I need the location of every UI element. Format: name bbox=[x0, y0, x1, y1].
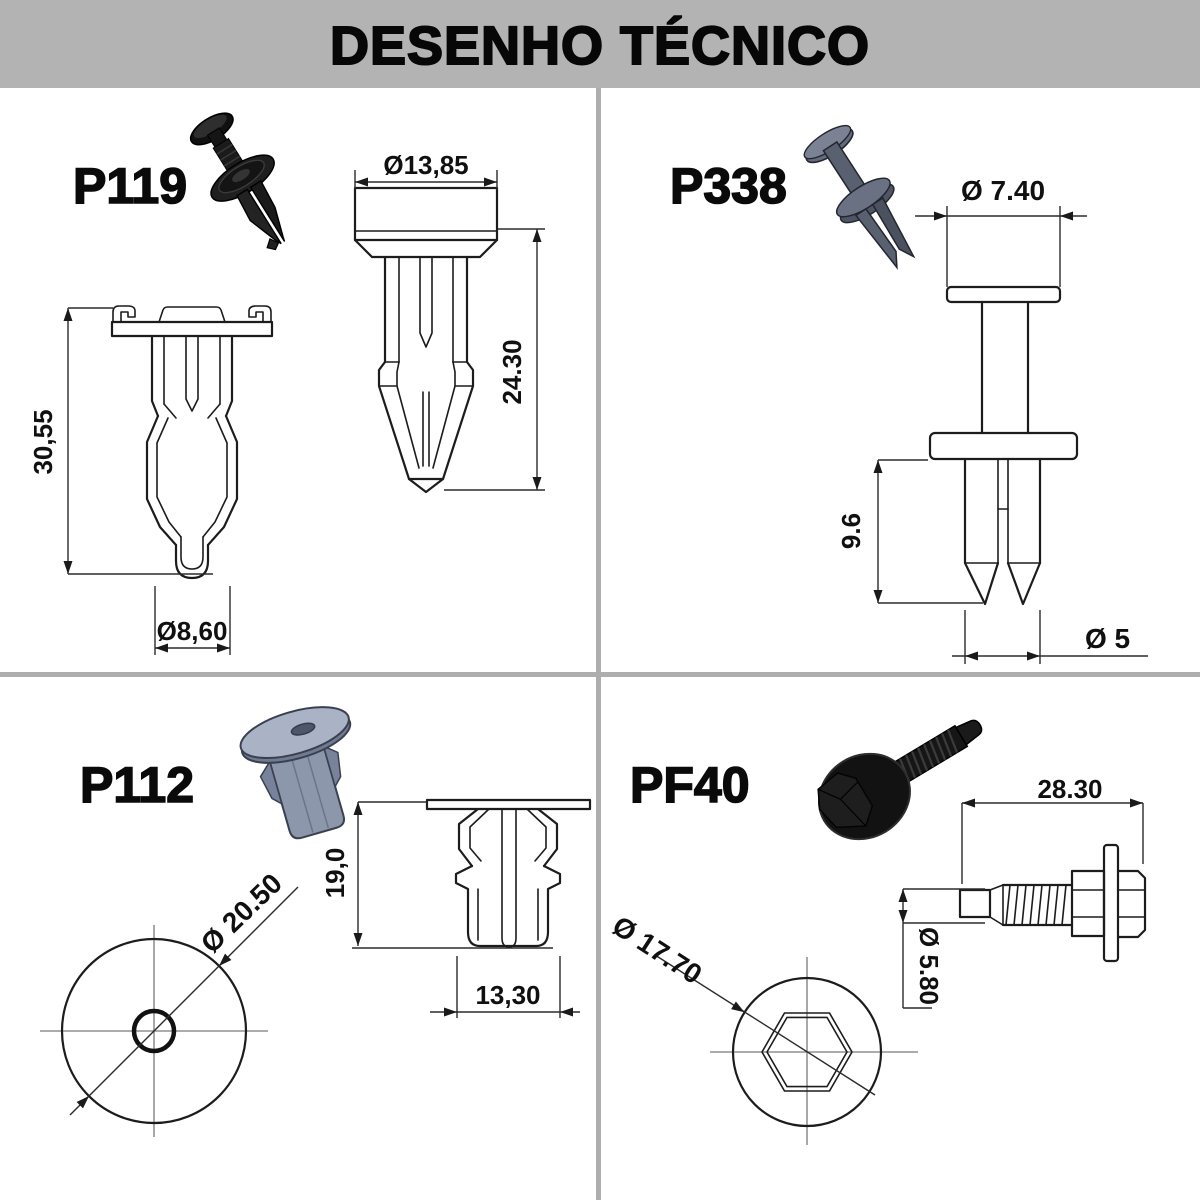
p119-front-height-text: 30,55 bbox=[28, 409, 58, 474]
p119-front-height-dimension: 30,55 bbox=[28, 307, 213, 575]
p338-head-diameter-dimension: Ø 7.40 bbox=[915, 175, 1087, 287]
p119-clip-3d-icon bbox=[189, 112, 286, 251]
p338-leg-diameter-text: Ø 5 bbox=[1085, 623, 1130, 654]
pf40-part-label: PF40 bbox=[630, 757, 750, 813]
p112-part-label: P112 bbox=[80, 757, 194, 813]
pf40-side-view bbox=[958, 843, 1147, 963]
p338-part-label: P338 bbox=[670, 158, 787, 214]
title-banner: DESENHO TÉCNICO bbox=[0, 0, 1200, 88]
p119-side-diameter-text: Ø13,85 bbox=[383, 150, 468, 180]
p119-front-diameter-dimension: Ø8,60 bbox=[154, 586, 231, 655]
pf40-head-diameter-text: Ø 17.70 bbox=[607, 910, 707, 990]
pf40-thread-diameter-dimension: Ø 5.80 bbox=[898, 888, 985, 1009]
pf40-section: PF40 bbox=[607, 719, 1147, 1145]
page-title: DESENHO TÉCNICO bbox=[330, 16, 870, 76]
pf40-head-view: Ø 17.70 bbox=[607, 910, 918, 1145]
p119-front-view bbox=[110, 305, 274, 580]
p112-side-view bbox=[425, 798, 592, 948]
p119-side-view bbox=[353, 186, 499, 494]
p112-grommet-3d-icon bbox=[239, 706, 352, 840]
vertical-divider bbox=[596, 88, 601, 1200]
pf40-total-length-text: 28.30 bbox=[1037, 774, 1102, 804]
p112-body-width-text: 13,30 bbox=[475, 980, 540, 1010]
p112-flange-diameter-text: Ø 20.50 bbox=[195, 867, 288, 959]
p112-section: P112 bbox=[40, 706, 592, 1137]
quadrant-dividers bbox=[0, 88, 1200, 1200]
p338-leg-diameter-dimension: Ø 5 bbox=[952, 610, 1148, 664]
p338-leg-length-text: 9.6 bbox=[836, 513, 866, 549]
p119-side-diameter-dimension: Ø13,85 bbox=[354, 150, 498, 190]
p112-height-text: 19,0 bbox=[320, 848, 350, 899]
pf40-thread-diameter-text: Ø 5.80 bbox=[914, 927, 944, 1005]
pf40-bolt-3d-icon bbox=[817, 719, 983, 841]
p119-section: P119 bbox=[28, 112, 545, 655]
p119-side-height-dimension: 24.30 bbox=[444, 228, 545, 491]
pf40-total-length-dimension: 28.30 bbox=[961, 774, 1144, 884]
p112-body-width-dimension: 13,30 bbox=[430, 956, 580, 1018]
p338-section: P338 bbox=[669, 124, 1148, 664]
p112-top-view: Ø 20.50 bbox=[40, 867, 299, 1137]
p119-side-height-text: 24.30 bbox=[497, 339, 527, 404]
horizontal-divider bbox=[0, 672, 1200, 677]
p338-head-diameter-text: Ø 7.40 bbox=[961, 175, 1045, 206]
p119-part-label: P119 bbox=[73, 158, 187, 214]
p119-front-diameter-text: Ø8,60 bbox=[157, 616, 228, 646]
p338-leg-length-dimension: 9.6 bbox=[836, 459, 983, 604]
p338-side-view bbox=[928, 285, 1079, 606]
p112-height-dimension: 19,0 bbox=[320, 801, 553, 949]
p338-rivet-3d-icon bbox=[803, 124, 916, 270]
